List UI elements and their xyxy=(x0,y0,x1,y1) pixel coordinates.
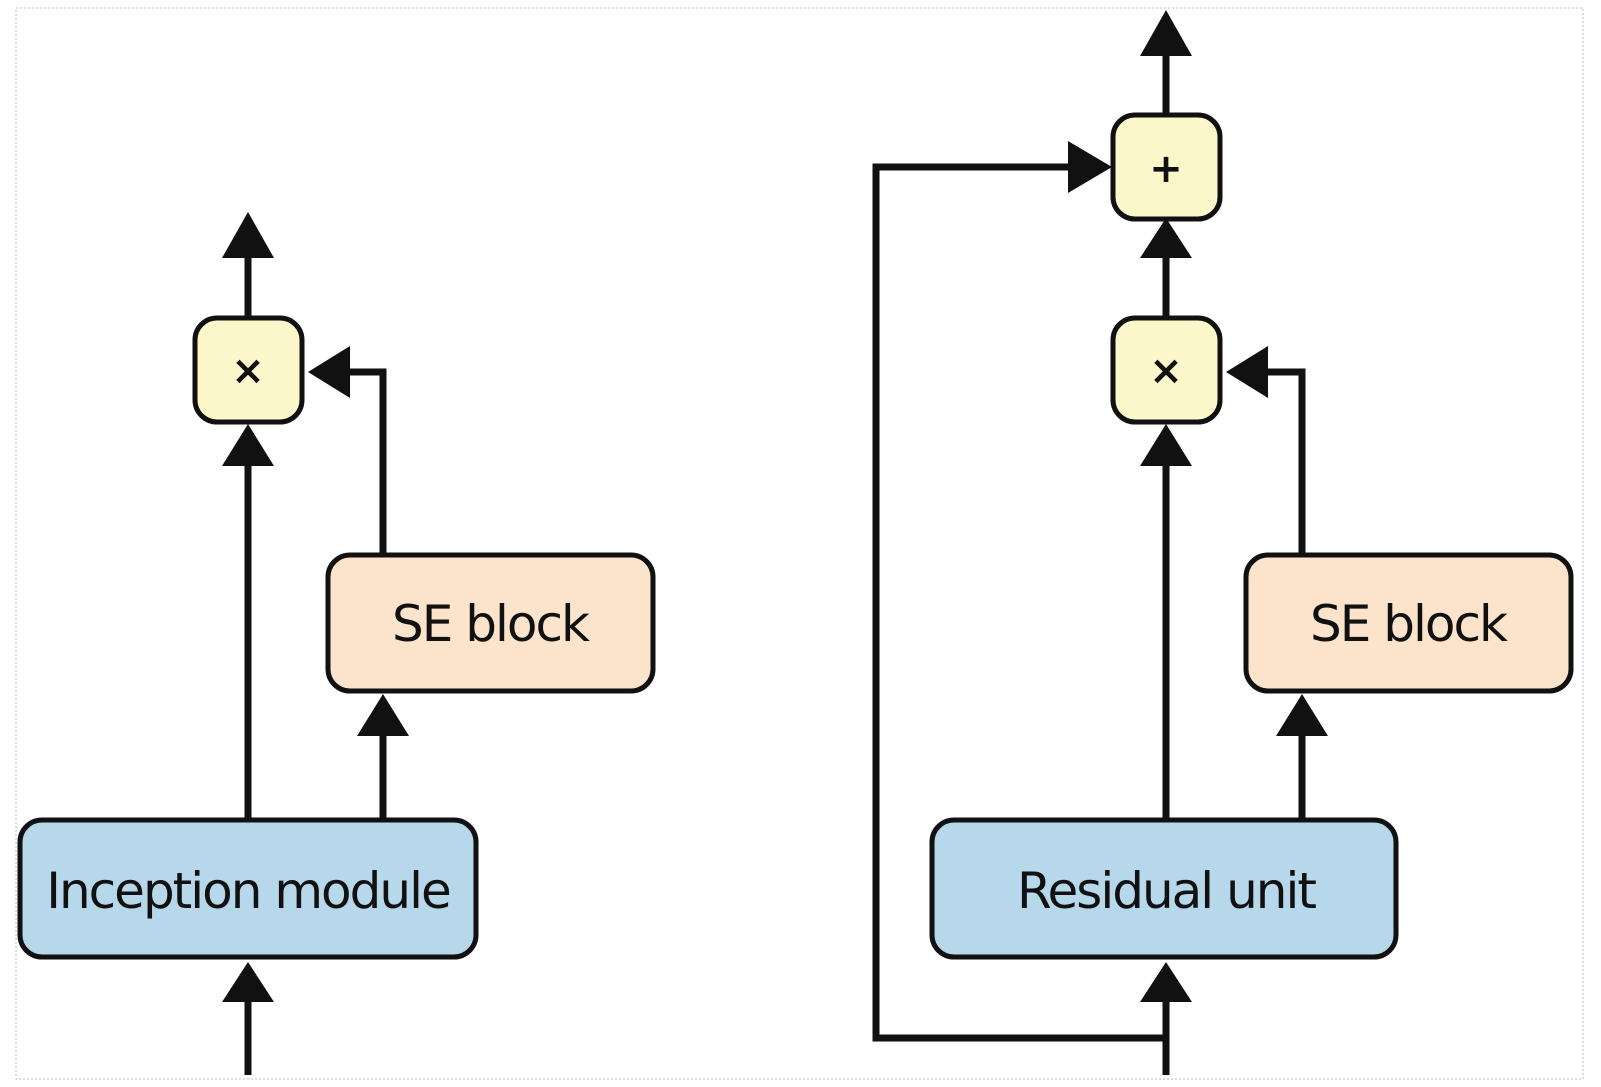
left-se-block-box xyxy=(325,552,656,694)
right-se-block-box xyxy=(1243,552,1574,694)
se-resnet-diagram: Residual unit SE block × + xyxy=(872,10,1574,1075)
right-se-output-arrowhead xyxy=(1226,346,1268,398)
figure-frame xyxy=(15,7,1584,1080)
skip-connection-arrowhead xyxy=(1068,141,1112,193)
add-box xyxy=(1110,112,1223,222)
left-se-block-node: SE block xyxy=(325,552,656,694)
add-node: + xyxy=(1110,112,1223,222)
skip-connection-edge xyxy=(872,163,1166,1042)
left-se-block-label: SE block xyxy=(392,595,590,653)
right-se-output-edge xyxy=(1265,368,1306,555)
left-se-output-edge xyxy=(345,368,387,555)
se-inception-diagram: Inception module SE block × xyxy=(17,212,656,1075)
residual-unit-node: Residual unit xyxy=(929,817,1399,960)
left-main-arrowhead xyxy=(222,424,274,466)
left-multiply-box xyxy=(192,315,305,425)
residual-unit-box xyxy=(929,817,1399,960)
right-se-block-label: SE block xyxy=(1310,595,1508,653)
right-input-arrowhead xyxy=(1140,962,1192,1002)
right-se-input-arrowhead xyxy=(1276,694,1328,736)
left-output-arrowhead xyxy=(222,212,274,258)
right-se-block-node: SE block xyxy=(1243,552,1574,694)
right-multiply-symbol: × xyxy=(1149,348,1183,394)
inception-module-node: Inception module xyxy=(17,817,479,960)
right-main-arrowhead xyxy=(1140,424,1192,466)
right-multiply-node: × xyxy=(1110,315,1223,425)
add-symbol: + xyxy=(1149,146,1183,192)
left-se-output-arrowhead xyxy=(308,346,350,398)
residual-unit-label: Residual unit xyxy=(1017,862,1316,920)
inception-module-box xyxy=(17,817,479,960)
left-multiply-node: × xyxy=(192,315,305,425)
left-se-input-arrowhead xyxy=(357,694,409,736)
right-multiply-box xyxy=(1110,315,1223,425)
left-input-arrowhead xyxy=(222,962,274,1002)
left-multiply-symbol: × xyxy=(231,348,265,394)
multiply-to-add-arrowhead xyxy=(1140,218,1192,258)
inception-module-label: Inception module xyxy=(46,862,450,920)
right-output-arrowhead xyxy=(1140,10,1192,56)
